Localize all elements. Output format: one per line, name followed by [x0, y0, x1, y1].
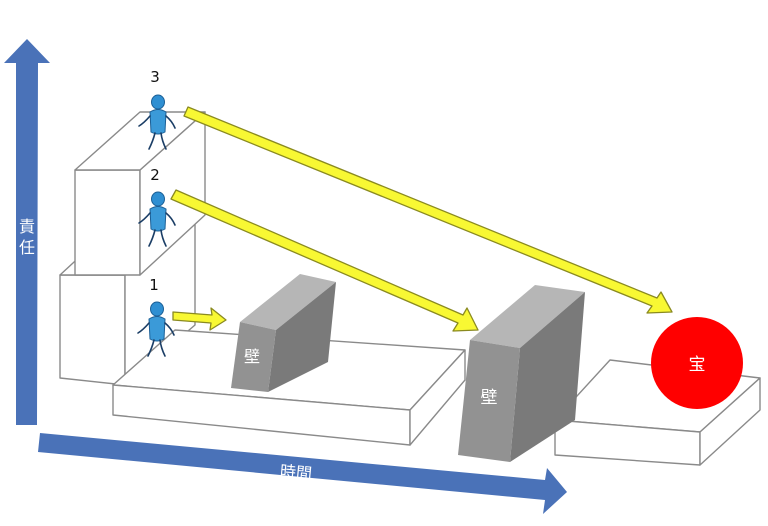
- treasure-label: 宝: [689, 355, 706, 375]
- level-3-label: 3: [150, 68, 160, 86]
- level-2-label: 2: [150, 166, 160, 184]
- arrow-level-2: [170, 189, 479, 332]
- goal-slab: [554, 359, 761, 466]
- arrows: [170, 106, 673, 332]
- arrow-level-3: [183, 106, 673, 314]
- responsibility-axis-label-1: 責: [19, 217, 35, 236]
- wall-1-label: 壁: [244, 347, 260, 366]
- treasure: 宝: [651, 317, 743, 409]
- arrow-level-1: [172, 307, 227, 331]
- level-1-label: 1: [149, 276, 159, 294]
- wall-2: 壁: [458, 285, 585, 462]
- responsibility-axis: 責 任: [4, 39, 50, 425]
- time-axis-label: 時間: [279, 462, 313, 484]
- wall-1: 壁: [231, 274, 336, 392]
- time-axis: 時間: [38, 433, 567, 514]
- responsibility-axis-label-2: 任: [19, 238, 35, 257]
- wall-2-label: 壁: [481, 388, 498, 408]
